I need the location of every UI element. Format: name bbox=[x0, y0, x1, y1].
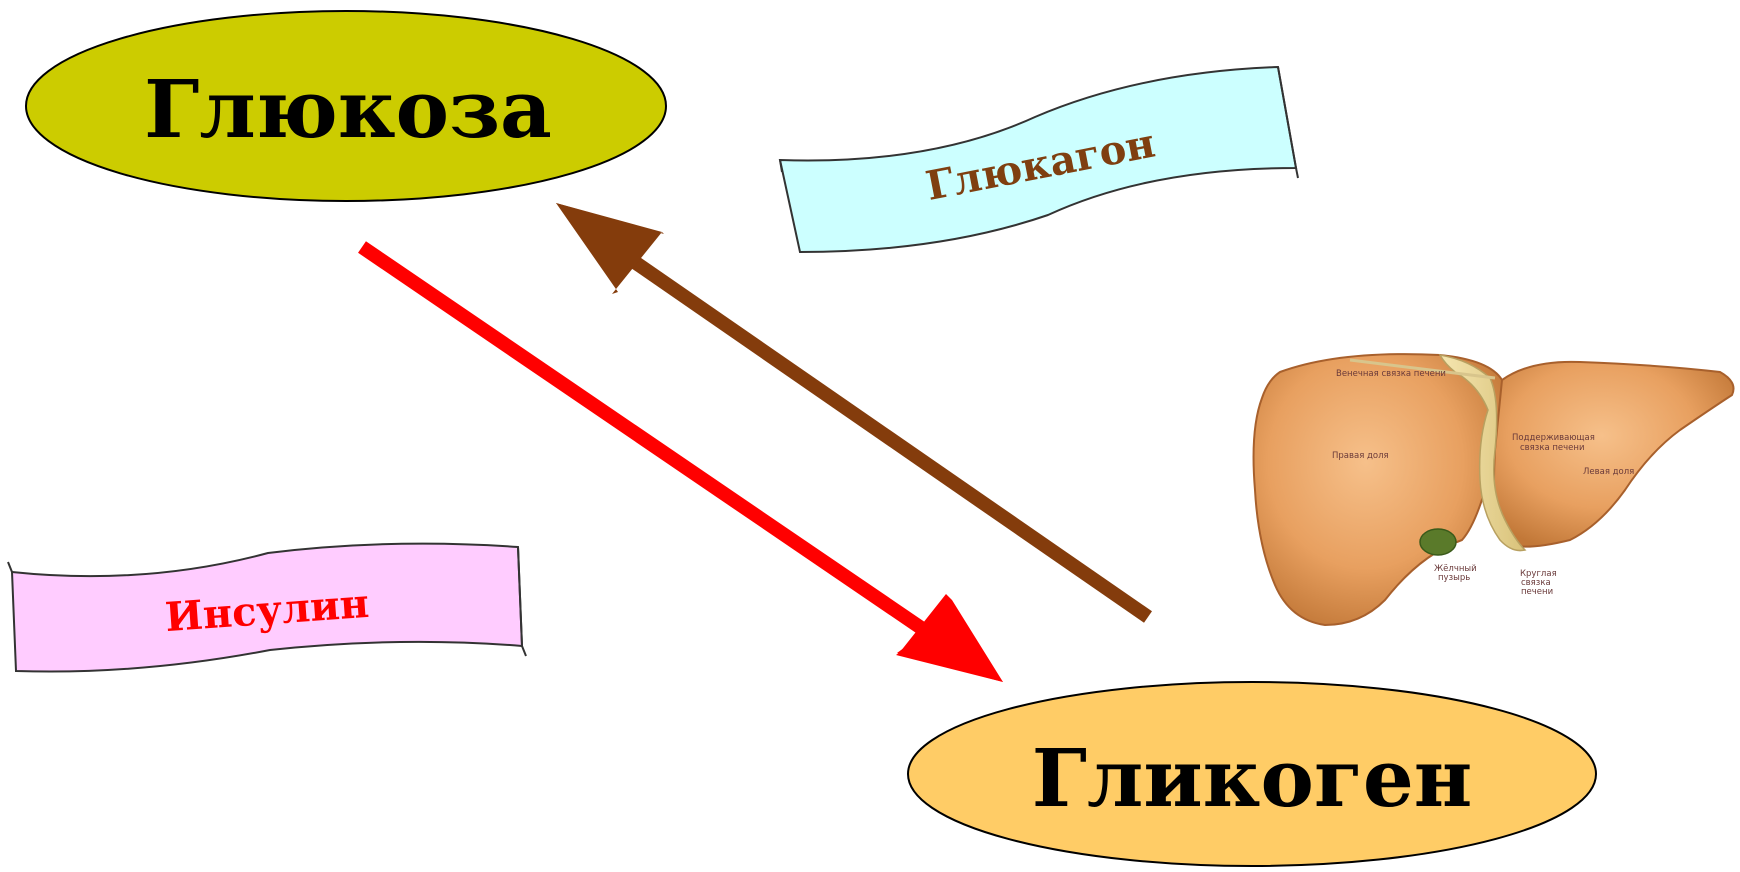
glucagon-arrow bbox=[556, 203, 1152, 623]
glycogen-label: Гликоген bbox=[1032, 731, 1473, 825]
glucagon-banner: Глюкагон bbox=[778, 65, 1299, 254]
liver-label-right-lobe: Правая доля bbox=[1332, 451, 1389, 461]
glucose-label: Глюкоза bbox=[144, 62, 552, 156]
liver-right-lobe bbox=[1252, 353, 1504, 627]
insulin-arrow bbox=[358, 241, 1003, 682]
insulin-arrow-shaft bbox=[358, 241, 934, 640]
liver-falciform-ligament bbox=[1438, 354, 1527, 552]
liver-label-left-lobe: Левая доля bbox=[1583, 467, 1634, 477]
insulin-arrow-head-barb bbox=[896, 594, 1003, 682]
glucagon-arrow-head-barb bbox=[556, 203, 664, 294]
liver-label-round-2: связка bbox=[1521, 578, 1551, 588]
liver-label-round-1: Круглая bbox=[1520, 569, 1557, 579]
insulin-banner-curl-left bbox=[7, 561, 13, 573]
liver-left-lobe bbox=[1493, 360, 1735, 548]
glucose-node: Глюкоза bbox=[25, 10, 667, 202]
insulin-banner-curl-right bbox=[517, 546, 527, 657]
liver-coronary-ligament bbox=[1349, 358, 1496, 380]
glucagon-banner-curl-left bbox=[779, 159, 783, 173]
liver-label-round-3: печени bbox=[1521, 587, 1553, 597]
liver-label-falciform-1: Поддерживающая bbox=[1512, 433, 1595, 443]
liver-label-gallbladder-1: Жёлчный bbox=[1434, 564, 1477, 574]
glucagon-banner-curl-right bbox=[1277, 66, 1299, 179]
glucose-ellipse bbox=[25, 10, 667, 202]
glycogen-node: Гликоген bbox=[907, 681, 1597, 867]
glycogen-ellipse bbox=[907, 681, 1597, 867]
liver-label-falciform-2: связка печени bbox=[1520, 443, 1584, 453]
liver-illustration: Венечная связка печени Правая доля Подде… bbox=[1252, 353, 1735, 627]
liver-label-gallbladder-2: пузырь bbox=[1438, 573, 1470, 583]
liver-label-coronary: Венечная связка печени bbox=[1336, 369, 1446, 379]
insulin-banner: Инсулин bbox=[7, 542, 527, 673]
glucagon-arrow-shaft bbox=[606, 239, 1152, 623]
liver-gallbladder bbox=[1419, 528, 1457, 556]
